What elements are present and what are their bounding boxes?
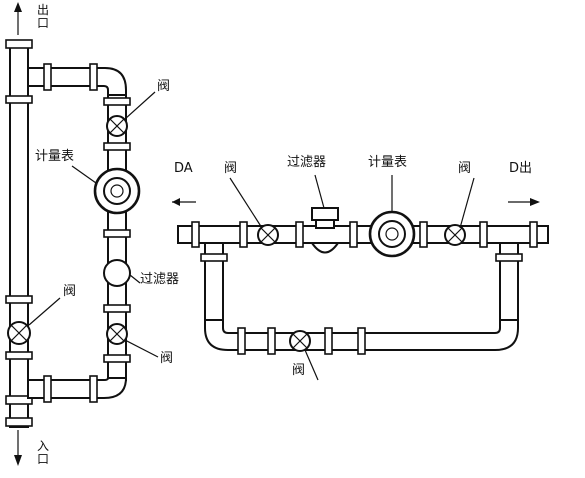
- line-flange: [529, 221, 538, 248]
- meter-dial: [378, 220, 406, 248]
- left-valve-cross: [260, 227, 276, 243]
- riser-valve-cross: [10, 324, 28, 342]
- strainer-neck: [315, 219, 335, 229]
- right-strainer-label: 过滤器: [287, 155, 327, 170]
- branch-flange: [103, 142, 131, 151]
- right-meter-label: 计量表: [368, 155, 408, 170]
- leader-line: [124, 91, 156, 120]
- branch-flange: [103, 229, 131, 238]
- left-unit: [5, 2, 159, 466]
- riser-flange: [5, 295, 33, 304]
- bypass-flange: [200, 253, 228, 262]
- inlet-arrowhead: [172, 198, 180, 206]
- line-flange: [479, 221, 488, 248]
- left-inlet-label: 入口: [36, 439, 49, 466]
- right-unit: [172, 174, 549, 381]
- strainer: [103, 259, 131, 287]
- bypass-valve-cross: [292, 333, 308, 349]
- bypass-flange: [267, 327, 276, 355]
- strainer-bowl: [310, 242, 340, 254]
- branch-flange: [103, 354, 131, 363]
- leader-line: [71, 165, 97, 184]
- outlet-arrowhead: [530, 198, 540, 206]
- right-bypass-valve-label: 阀: [292, 363, 306, 378]
- riser-flange: [5, 95, 33, 104]
- leader-line: [459, 177, 475, 229]
- bottom-flange: [5, 395, 33, 405]
- right-valve-cross: [447, 227, 463, 243]
- line-flange: [419, 221, 428, 248]
- inlet-arrowhead: [14, 455, 22, 466]
- bypass-flange: [324, 327, 333, 355]
- leader-line: [314, 174, 325, 209]
- bypass-flange: [237, 327, 246, 355]
- line-flange: [191, 221, 200, 248]
- line-flange: [239, 221, 248, 248]
- branch-flange: [89, 63, 98, 91]
- branch-flange: [43, 375, 52, 403]
- top-flange: [5, 39, 33, 49]
- line-flange: [349, 221, 358, 248]
- leader-line: [304, 349, 319, 381]
- branch-flange: [89, 375, 98, 403]
- right-left-valve-label: 阀: [224, 161, 238, 176]
- leader-line: [124, 339, 159, 358]
- top-branch-pipe: [27, 67, 127, 96]
- meter-dial: [103, 177, 131, 205]
- meter-dial-inner: [110, 184, 124, 198]
- top-valve-cross: [109, 118, 125, 134]
- line-flange: [295, 221, 304, 248]
- bottom-branch-pipe: [27, 377, 128, 399]
- left-outlet-label: 出口: [36, 3, 49, 30]
- bottom-valve-cross: [109, 326, 125, 342]
- outlet-arrowhead: [14, 2, 22, 12]
- right-right-valve-label: 阀: [458, 161, 472, 176]
- left-top-valve-label: 阀: [157, 79, 171, 94]
- leader-line: [129, 274, 141, 284]
- riser-flange: [5, 351, 33, 360]
- strainer-top: [311, 207, 339, 221]
- bottom-flange: [5, 417, 33, 427]
- meter-dial-inner: [385, 227, 399, 241]
- branch-flange: [103, 97, 131, 106]
- right-outlet-label: D出: [509, 161, 533, 176]
- left-meter-label: 计量表: [35, 149, 75, 164]
- leader-line: [28, 297, 61, 326]
- left-strainer-label: 过滤器: [140, 272, 180, 287]
- bypass-flange: [357, 327, 366, 355]
- left-bottom-valve-label: 阀: [160, 351, 174, 366]
- main-line-pipe: [177, 225, 549, 244]
- leader-line: [229, 177, 263, 229]
- bypass-flange: [495, 253, 523, 262]
- branch-flange: [43, 63, 52, 91]
- left-bypass-valve-label: 阀: [63, 284, 77, 299]
- right-inlet-label: DA: [174, 161, 193, 176]
- branch-flange: [103, 304, 131, 313]
